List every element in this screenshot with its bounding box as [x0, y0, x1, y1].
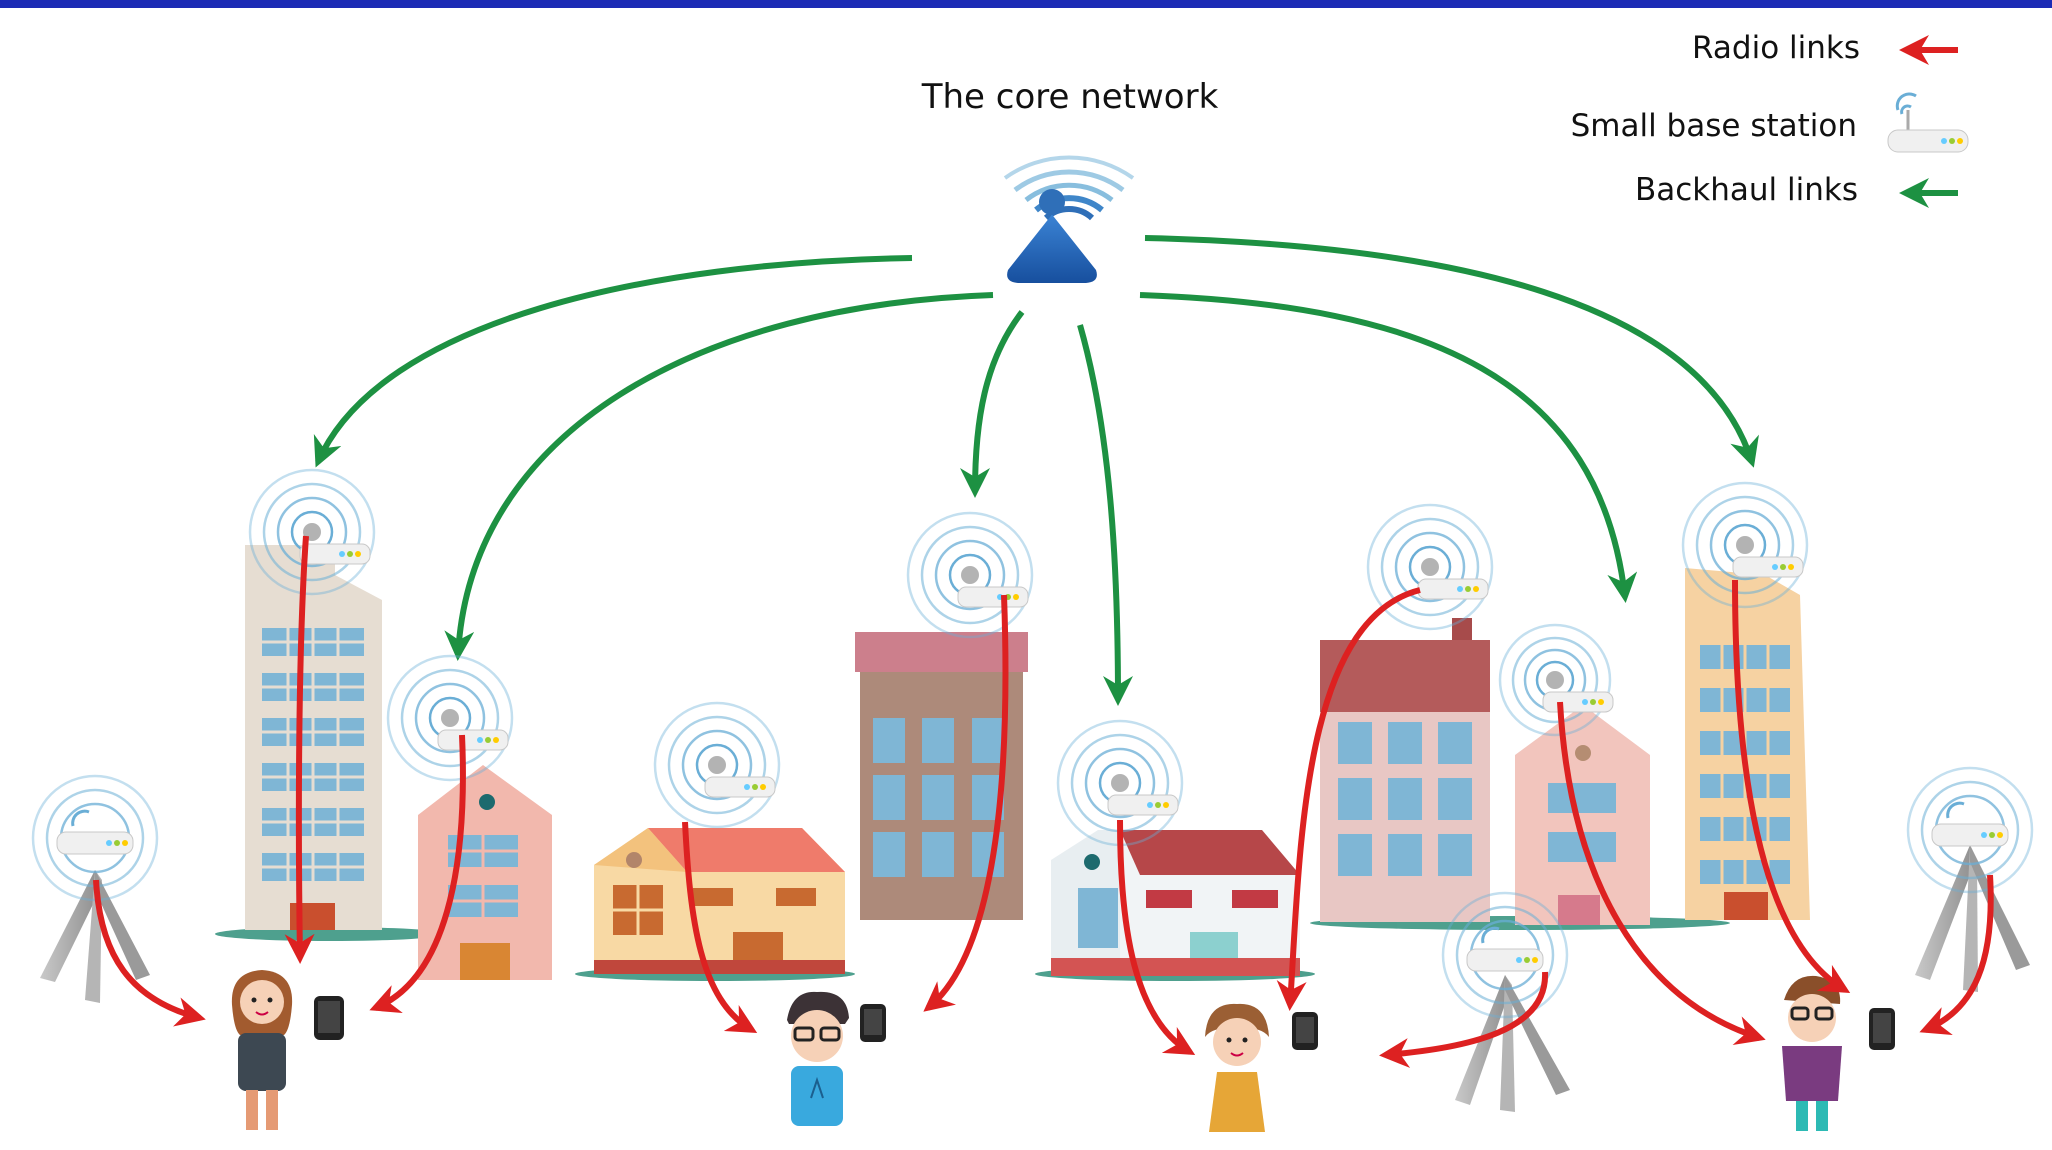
backhaul-link: [444, 292, 994, 661]
building-pink-house-left: [418, 765, 552, 980]
small-base-station-icon: [1441, 891, 1569, 1019]
legend-station-icon: [1887, 92, 1969, 153]
radio-link: [923, 594, 1009, 1012]
small-base-station-icon: [1681, 481, 1809, 609]
building-cream-house: [594, 828, 845, 974]
user-man-glasses: [787, 991, 886, 1126]
small-base-station-icon: [1366, 503, 1494, 631]
radio-link: [1732, 579, 1851, 994]
legend-backhaul-label: Backhaul links: [1635, 172, 1858, 208]
radio-link: [1117, 819, 1196, 1056]
radio-link: [1276, 587, 1421, 1011]
small-base-station-icon: [248, 468, 376, 596]
backhaul-link: [1144, 235, 1759, 468]
building-pink-house-right: [1515, 705, 1650, 925]
users: [231, 970, 1895, 1132]
user-girl-yellow: [1205, 1003, 1318, 1132]
radio-link: [284, 535, 315, 964]
small-base-station-icon: [386, 654, 514, 782]
top-bar: [0, 0, 2052, 8]
building-red-roof-block: [1320, 618, 1490, 922]
building-tower-right: [1685, 568, 1810, 920]
building-brown-block: [855, 632, 1028, 920]
radio-links: [93, 535, 1994, 1068]
backhaul-link: [313, 255, 913, 468]
radio-link: [369, 734, 466, 1013]
backhaul-link: [1139, 292, 1638, 603]
radio-link: [93, 879, 206, 1027]
small-base-station-icon: [906, 511, 1034, 639]
core-network-tower-icon: [1003, 155, 1135, 283]
radio-link: [1379, 971, 1549, 1068]
small-base-station-icon: [653, 701, 781, 829]
user-woman-left: [231, 970, 344, 1130]
core-network-title: The core network: [921, 77, 1219, 117]
small-base-stations: [31, 468, 2034, 1019]
small-base-station-icon: [1906, 766, 2034, 894]
legend-radio-label: Radio links: [1692, 30, 1860, 66]
building-tower-left: [245, 545, 382, 930]
backhaul-link: [960, 310, 1025, 498]
radio-link: [1919, 874, 1994, 1035]
building-white-house: [1051, 830, 1300, 976]
small-base-station-icon: [31, 774, 159, 902]
legend-station-label: Small base station: [1571, 108, 1857, 144]
backhaul-link: [1077, 324, 1133, 706]
radio-link: [1557, 701, 1766, 1046]
user-man-purple: [1782, 975, 1895, 1131]
radio-link: [682, 821, 758, 1034]
backhaul-links: [313, 235, 1759, 706]
lattice-tower-right: [1915, 845, 2030, 992]
legend: Radio links Small base station Backhaul …: [1571, 30, 1969, 208]
buildings: [40, 545, 2030, 1112]
